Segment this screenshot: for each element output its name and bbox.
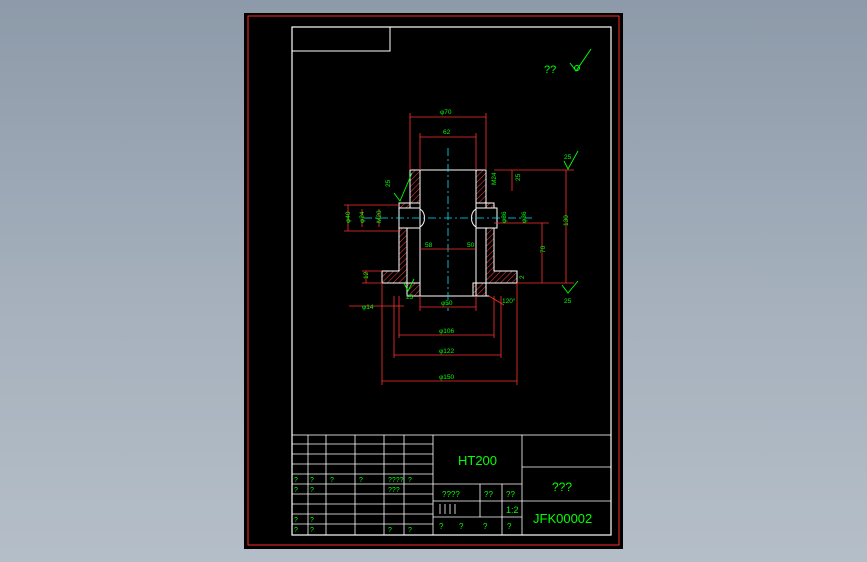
left-wall-section <box>381 169 421 297</box>
title-cell: ? <box>310 487 314 494</box>
roughness-marks <box>393 150 579 294</box>
roughness-check-icon <box>569 48 592 72</box>
title-block-grid-labels: ???????????????????? <box>294 477 412 534</box>
roughness-mark-bottom-left-icon <box>403 278 415 293</box>
title-cell: ? <box>388 527 392 534</box>
dim-d50: φ50 <box>441 300 453 307</box>
dim-25-right: 25 <box>515 173 522 181</box>
title-cell: ? <box>359 477 363 484</box>
dim-d150: φ150 <box>439 374 454 381</box>
dim-2: 2 <box>519 275 526 279</box>
dim-m24: M24 <box>491 172 498 185</box>
material-label: HT200 <box>458 453 497 468</box>
outer-border <box>247 15 620 546</box>
roughness-val-bottom-left: 25 <box>406 294 414 301</box>
sheets-label: ?? <box>506 490 515 499</box>
drawing-number: JFK00002 <box>533 511 592 526</box>
title-cell: ? <box>310 477 314 484</box>
dim-d70: φ70 <box>440 109 452 116</box>
title-cell: ? <box>408 477 412 484</box>
dim-m20: M20 <box>376 210 383 223</box>
part-name: ??? <box>552 480 572 494</box>
dimension-lines <box>344 113 574 385</box>
roughness-mark-top-right-icon <box>563 150 579 170</box>
dim-d122: φ122 <box>439 348 454 355</box>
title-cell: ? <box>330 477 334 484</box>
part-section <box>381 169 518 297</box>
roughness-val-bottom-right: 25 <box>564 298 572 305</box>
title-cell: ? <box>408 527 412 534</box>
roughness-label: ?? <box>544 64 556 76</box>
cad-drawing-canvas: ?? <box>247 15 620 546</box>
dim-50-inner: 50 <box>467 242 475 249</box>
title-block <box>291 434 612 536</box>
dim-62: 62 <box>443 129 451 136</box>
title-cell: ? <box>310 517 314 524</box>
dim-d24: φ24 <box>359 211 366 223</box>
dim-d14: φ14 <box>362 304 374 311</box>
roughness-mark-left-icon <box>393 172 413 202</box>
title-cell: ??? <box>388 487 400 494</box>
bottom-q-1: ? <box>439 522 444 531</box>
dim-d36b: φ36 <box>521 211 528 223</box>
title-cell: ???? <box>388 477 404 484</box>
title-cell: ? <box>294 517 298 524</box>
sheet-label: ?? <box>484 490 493 499</box>
dimension-texts: φ70 62 58 50 φ50 φ106 φ122 φ150 φ14 12 2… <box>345 109 570 381</box>
dim-d36: φ36 <box>501 211 508 223</box>
dim-12: 12 <box>363 271 370 279</box>
center-lines <box>364 148 534 311</box>
dim-70: 70 <box>540 245 547 253</box>
dim-d40: φ40 <box>345 211 352 223</box>
weight-label: ???? <box>442 490 460 499</box>
roughness-mark-bottom-right-icon <box>561 280 579 294</box>
title-cell: ? <box>294 477 298 484</box>
roughness-val-left: 25 <box>385 179 392 187</box>
drawing-sheet: ?? <box>244 13 623 549</box>
dim-120deg: 120° <box>502 297 516 305</box>
roughness-val-top-right: 25 <box>564 154 572 161</box>
title-cell: ? <box>294 487 298 494</box>
code-box <box>291 26 391 52</box>
right-wall-section <box>472 169 518 297</box>
drawing-frame <box>291 26 612 536</box>
dim-d106: φ106 <box>439 328 454 335</box>
dim-130: 130 <box>563 215 570 226</box>
dim-58: 58 <box>425 242 433 249</box>
bottom-q-4: ? <box>507 522 512 531</box>
bottom-q-2: ? <box>459 522 464 531</box>
scale-value: 1:2 <box>506 505 519 515</box>
title-cell: ? <box>294 527 298 534</box>
bottom-q-3: ? <box>483 522 488 531</box>
title-cell: ? <box>310 527 314 534</box>
